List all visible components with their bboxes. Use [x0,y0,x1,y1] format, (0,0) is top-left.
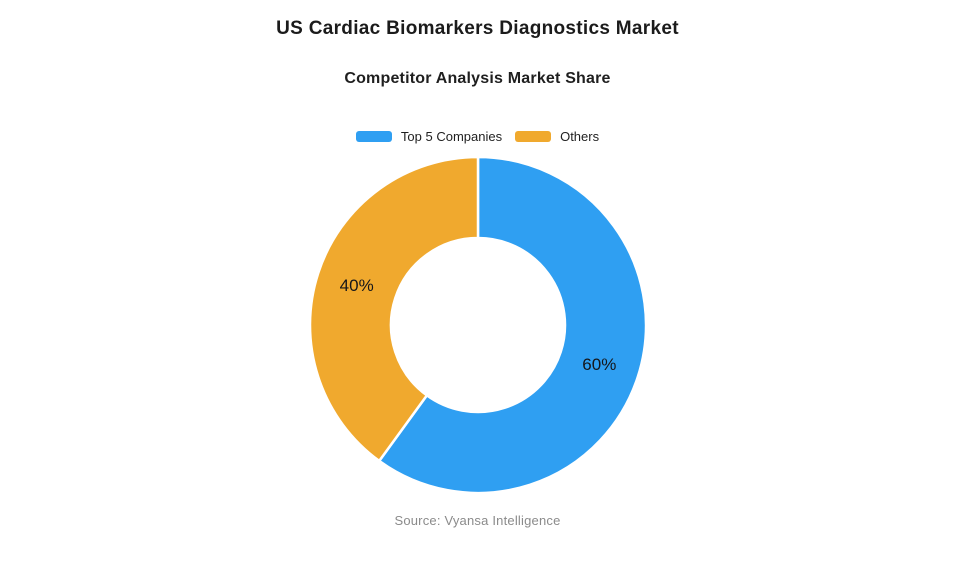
chart-subtitle: Competitor Analysis Market Share [344,70,611,87]
source-attribution: Source: Vyansa Intelligence [394,513,561,528]
slice-value-label: 40% [340,276,374,295]
legend-label: Others [560,129,600,144]
slice-value-label: 60% [582,355,616,374]
donut-slice-top-5-companies[interactable] [378,155,648,495]
legend-item-top-5-companies[interactable]: Top 5 Companies [355,129,503,144]
legend: Top 5 Companies Others [0,129,955,144]
legend-swatch [355,131,392,142]
donut-chart: 60% 40% [308,155,648,495]
legend-label: Top 5 Companies [400,129,503,144]
legend-item-others[interactable]: Others [515,129,599,144]
donut-chart-svg: 60% 40% [308,155,648,495]
chart-title: US Cardiac Biomarkers Diagnostics Market [276,18,679,39]
donut-slice-others[interactable] [308,155,480,463]
legend-swatch [515,131,552,142]
